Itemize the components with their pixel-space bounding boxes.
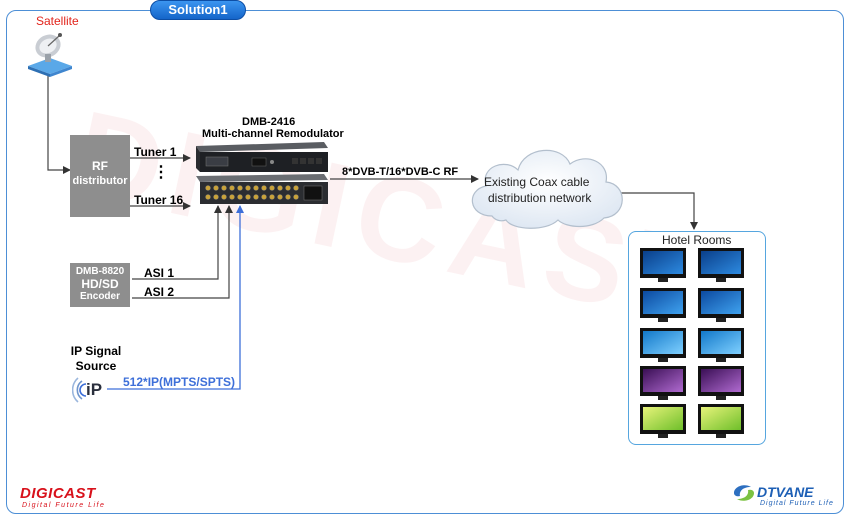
solution-frame (6, 10, 844, 514)
tv-row-2 (640, 288, 744, 322)
cloud-label-line1: Existing Coax cable (484, 175, 590, 189)
ip-stream-label: 512*IP(MPTS/SPTS) (123, 375, 236, 389)
encoder-label: Encoder (79, 291, 120, 302)
digicast-tagline: Digital Future Life (22, 502, 106, 509)
dtvane-logo: DTVANE (757, 484, 814, 500)
ip-signal-icon (72, 377, 87, 403)
asi-first-label: ASI 1 (144, 266, 175, 280)
ip-source-title: IP Signal (70, 344, 122, 358)
encoder-box: DMB-8820 HD/SD Encoder (70, 263, 130, 307)
tv-row-1 (640, 248, 744, 282)
tv-row-5 (640, 404, 744, 438)
remodulator-name: Multi-channel Remodulator (202, 128, 344, 140)
tuner-last-label: Tuner 16 (134, 193, 184, 207)
tv-row-3 (640, 328, 744, 362)
rf-distributor-title: RF (92, 159, 108, 173)
rf-distributor-subtitle: distributor (72, 175, 128, 187)
rf-distributor-box: RF distributor (70, 135, 130, 217)
tv-row-4 (640, 366, 744, 400)
cloud-label-line2: distribution network (488, 191, 592, 205)
ip-icon-text: iP (86, 380, 103, 399)
tuner-ellipsis: ⋮ (153, 164, 169, 181)
cloud-network-icon (471, 149, 623, 229)
dtvane-logo-icon (734, 485, 754, 501)
encoder-model: DMB-8820 (75, 266, 125, 277)
satellite-label: Satellite (36, 14, 79, 28)
satellite-dish-icon (28, 33, 72, 77)
hotel-tv-grid (640, 248, 744, 438)
remodulator-model: DMB-2416 (242, 116, 296, 128)
hotel-rooms-title: Hotel Rooms (662, 233, 732, 247)
digicast-logo: DIGICAST (20, 485, 96, 502)
dtvane-tagline: Digital Future Life (760, 500, 834, 507)
encoder-type: HD/SD (81, 277, 119, 291)
remodulator-device-icon (196, 142, 328, 204)
ip-source-subtitle: Source (75, 359, 117, 373)
tuner-first-label: Tuner 1 (134, 145, 177, 159)
asi-second-label: ASI 2 (144, 285, 175, 299)
solution-title-badge: Solution1 (150, 0, 246, 20)
rf-output-label: 8*DVB-T/16*DVB-C RF (342, 166, 459, 178)
